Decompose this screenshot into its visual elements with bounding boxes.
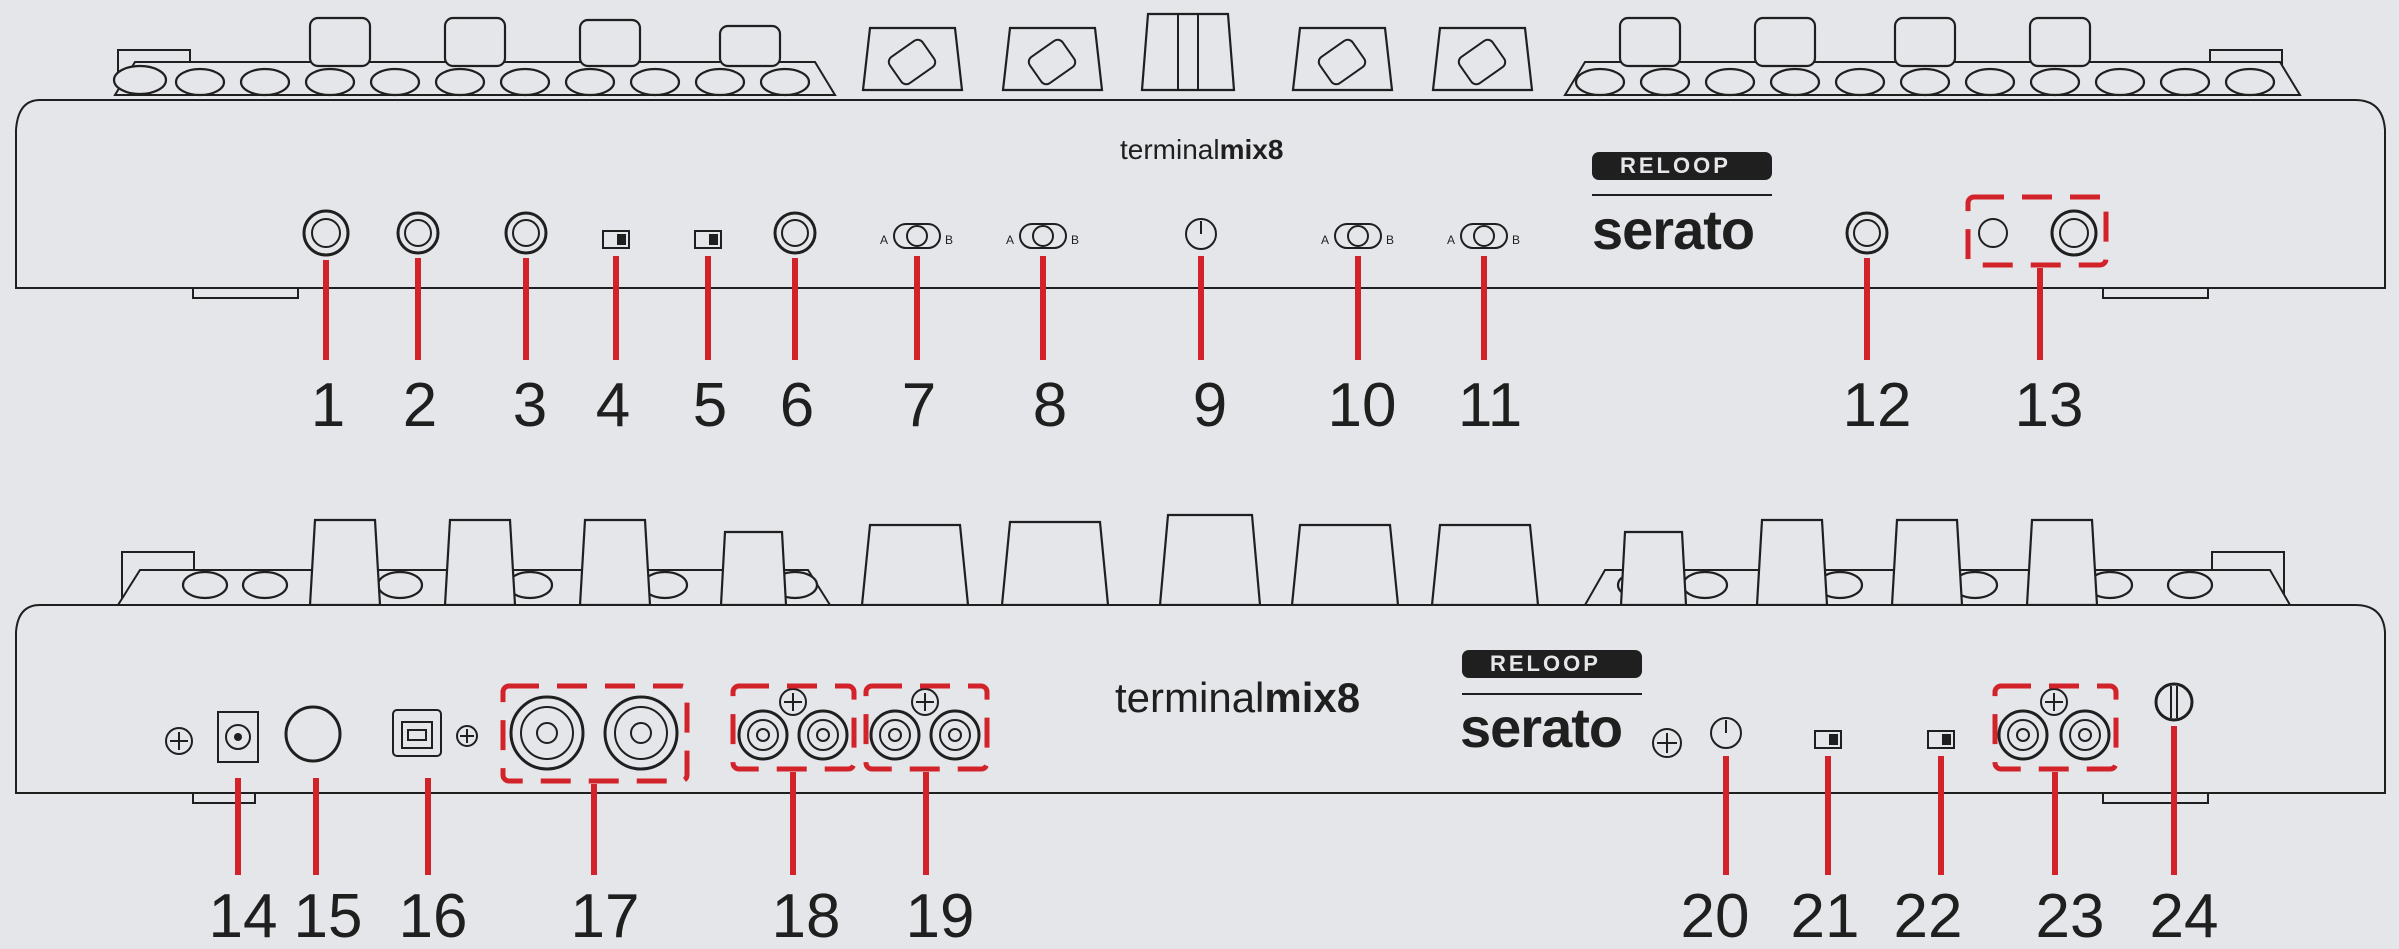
callout-10: 10 xyxy=(1328,371,1397,440)
rear-connector-18[interactable] xyxy=(737,709,849,761)
front-serato-logo: serato xyxy=(1592,198,1754,261)
callout-8: 8 xyxy=(1033,371,1067,440)
rear-model-logo: terminalmix8 xyxy=(1115,674,1360,721)
front-callout-numbers: 1 2 3 4 5 6 7 8 9 10 11 12 13 xyxy=(311,371,2084,440)
svg-text:B: B xyxy=(1512,233,1520,247)
front-switch-5[interactable] xyxy=(694,230,722,249)
rear-connector-17[interactable] xyxy=(509,695,679,771)
rear-connector-14[interactable] xyxy=(217,711,259,763)
front-reloop-logo: RELOOP xyxy=(1592,152,1772,180)
polarity-symbol xyxy=(911,688,939,716)
svg-text:A: A xyxy=(1447,233,1455,247)
rear-callout-numbers: 14 15 16 17 18 19 20 21 22 23 24 xyxy=(209,882,2219,949)
callout-7: 7 xyxy=(902,371,936,440)
callout-box-17 xyxy=(500,683,690,784)
svg-text:B: B xyxy=(1386,233,1394,247)
callout-box-18 xyxy=(730,683,857,772)
front-connector-13[interactable] xyxy=(1978,209,2098,257)
callout-24: 24 xyxy=(2150,882,2219,949)
callout-6: 6 xyxy=(780,371,814,440)
front-ab-switch-7[interactable]: A B xyxy=(880,223,953,249)
front-connector-2[interactable] xyxy=(396,211,440,255)
svg-text:A: A xyxy=(880,233,888,247)
callout-11: 11 xyxy=(1458,371,1522,440)
front-top-controls xyxy=(112,12,2302,97)
callout-17: 17 xyxy=(571,882,640,949)
rear-knob-20[interactable] xyxy=(1710,717,1742,749)
callout-21: 21 xyxy=(1791,882,1860,949)
front-panel-view: terminalmix8 RELOOP serato A B A B A B xyxy=(15,12,2386,440)
callout-box-13 xyxy=(1965,194,2109,268)
rear-switch-21[interactable] xyxy=(1814,730,1842,749)
callout-22: 22 xyxy=(1894,882,1963,949)
front-connector-12[interactable] xyxy=(1845,211,1889,255)
callout-2: 2 xyxy=(403,371,437,440)
front-leaders xyxy=(323,256,2043,360)
callout-15: 15 xyxy=(294,882,363,949)
callout-12: 12 xyxy=(1843,371,1912,440)
callout-23: 23 xyxy=(2036,882,2105,949)
svg-text:RELOOP: RELOOP xyxy=(1490,651,1601,676)
front-connector-3[interactable] xyxy=(504,211,548,255)
svg-text:A: A xyxy=(1006,233,1014,247)
rear-leaders xyxy=(235,726,2177,875)
callout-4: 4 xyxy=(596,371,630,440)
polarity-symbol xyxy=(1652,728,1682,758)
rear-connector-19[interactable] xyxy=(869,709,981,761)
polarity-symbol xyxy=(165,727,193,755)
rear-connector-23[interactable] xyxy=(1997,709,2111,761)
rear-top-controls xyxy=(116,513,2292,607)
rear-reloop-logo: RELOOP xyxy=(1462,650,1642,678)
callout-1: 1 xyxy=(311,371,345,440)
callout-20: 20 xyxy=(1681,882,1750,949)
front-ab-switch-8[interactable]: A B xyxy=(1006,223,1079,249)
polarity-symbol xyxy=(2040,688,2068,716)
front-ab-switch-10[interactable]: A B xyxy=(1321,223,1394,249)
callout-9: 9 xyxy=(1193,371,1227,440)
front-connector-6[interactable] xyxy=(773,211,817,255)
callout-14: 14 xyxy=(209,882,278,949)
rear-connector-16[interactable] xyxy=(392,709,442,757)
front-knob-9[interactable] xyxy=(1185,218,1217,250)
rear-panel-view: terminalmix8 RELOOP serato xyxy=(15,513,2386,949)
callout-18: 18 xyxy=(772,882,841,949)
rear-ground-screw-24[interactable] xyxy=(2154,682,2194,722)
callout-box-19 xyxy=(863,683,990,772)
polarity-symbol xyxy=(779,688,807,716)
svg-text:A: A xyxy=(1321,233,1329,247)
callout-5: 5 xyxy=(693,371,727,440)
svg-text:B: B xyxy=(1071,233,1079,247)
front-switch-4[interactable] xyxy=(602,230,630,249)
front-connector-1[interactable] xyxy=(302,209,350,257)
rear-connector-15[interactable] xyxy=(284,705,342,763)
svg-text:B: B xyxy=(945,233,953,247)
front-ab-switch-11[interactable]: A B xyxy=(1447,223,1520,249)
svg-text:RELOOP: RELOOP xyxy=(1620,153,1731,178)
rear-serato-logo: serato xyxy=(1460,696,1622,759)
rear-switch-22[interactable] xyxy=(1927,730,1955,749)
polarity-symbol xyxy=(456,725,478,747)
front-model-logo: terminalmix8 xyxy=(1120,134,1283,165)
callout-box-23 xyxy=(1992,683,2119,772)
callout-3: 3 xyxy=(513,371,547,440)
callout-16: 16 xyxy=(399,882,468,949)
callout-13: 13 xyxy=(2015,371,2084,440)
callout-19: 19 xyxy=(906,882,975,949)
